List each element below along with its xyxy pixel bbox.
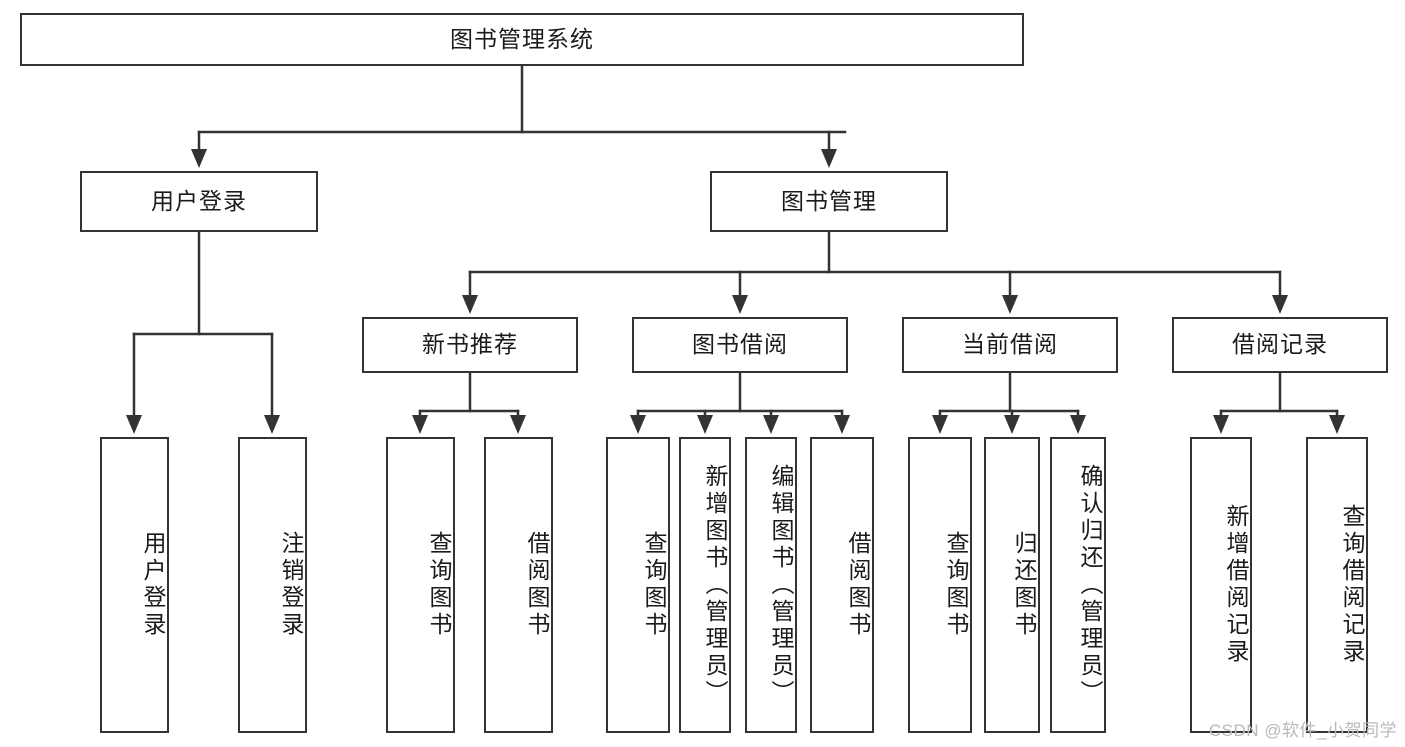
arrowhead-icon	[834, 415, 850, 434]
node-label: 注销登录	[278, 531, 304, 639]
node-label: 归还图书	[1011, 531, 1037, 639]
arrowhead-icon	[510, 415, 526, 434]
arrowhead-icon	[126, 415, 142, 434]
arrowhead-icon	[821, 149, 837, 168]
node-label: 当前借阅	[962, 331, 1058, 358]
node-label: 确认归还（管理员）	[1077, 463, 1103, 707]
edge-paths	[132, 64, 1339, 431]
node-label: 用户登录	[151, 187, 247, 214]
node-label: 借阅记录	[1232, 331, 1328, 358]
arrowhead-icon	[1329, 415, 1345, 434]
node-leaf-borrow-book-1[interactable]: 借阅图书	[484, 437, 553, 733]
node-root[interactable]: 图书管理系统	[20, 13, 1024, 66]
arrowhead-icon	[1070, 415, 1086, 434]
arrowhead-icon	[732, 295, 748, 314]
node-label: 查询图书	[426, 531, 452, 639]
node-leaf-query-book-1[interactable]: 查询图书	[386, 437, 455, 733]
node-label: 图书管理系统	[450, 25, 594, 52]
node-label: 新书推荐	[422, 331, 518, 358]
arrowhead-icon	[630, 415, 646, 434]
node-label: 图书管理	[781, 187, 877, 214]
node-leaf-return-book[interactable]: 归还图书	[984, 437, 1040, 733]
node-leaf-add-book-admin[interactable]: 新增图书（管理员）	[679, 437, 731, 733]
arrowhead-icon	[1004, 415, 1020, 434]
node-label: 用户登录	[140, 531, 166, 639]
node-borrow-record[interactable]: 借阅记录	[1172, 317, 1388, 373]
node-new-book-recommend[interactable]: 新书推荐	[362, 317, 578, 373]
node-label: 编辑图书（管理员）	[768, 463, 794, 707]
arrowhead-icon	[763, 415, 779, 434]
edge-arrowheads	[126, 149, 1345, 434]
node-label: 新增借阅记录	[1223, 504, 1249, 666]
node-leaf-add-borrow-record[interactable]: 新增借阅记录	[1190, 437, 1252, 733]
arrowhead-icon	[697, 415, 713, 434]
node-label: 借阅图书	[524, 531, 550, 639]
node-label: 图书借阅	[692, 331, 788, 358]
arrowhead-icon	[412, 415, 428, 434]
node-leaf-user-login[interactable]: 用户登录	[100, 437, 169, 733]
watermark-label: CSDN @软件_小贺同学	[1208, 721, 1397, 740]
arrowhead-icon	[264, 415, 280, 434]
node-label: 查询图书	[641, 531, 667, 639]
node-user-login[interactable]: 用户登录	[80, 171, 318, 232]
node-current-borrow[interactable]: 当前借阅	[902, 317, 1118, 373]
node-label: 查询借阅记录	[1339, 504, 1365, 666]
node-leaf-confirm-return-admin[interactable]: 确认归还（管理员）	[1050, 437, 1106, 733]
node-leaf-query-book-2[interactable]: 查询图书	[606, 437, 670, 733]
node-book-borrow[interactable]: 图书借阅	[632, 317, 848, 373]
node-label: 借阅图书	[845, 531, 871, 639]
arrowhead-icon	[1213, 415, 1229, 434]
arrowhead-icon	[462, 295, 478, 314]
arrowhead-icon	[191, 149, 207, 168]
arrowhead-icon	[932, 415, 948, 434]
node-leaf-query-book-3[interactable]: 查询图书	[908, 437, 972, 733]
node-book-manage[interactable]: 图书管理	[710, 171, 948, 232]
node-leaf-edit-book-admin[interactable]: 编辑图书（管理员）	[745, 437, 797, 733]
arrowhead-icon	[1272, 295, 1288, 314]
node-leaf-borrow-book-2[interactable]: 借阅图书	[810, 437, 874, 733]
node-label: 查询图书	[943, 531, 969, 639]
arrowhead-icon	[1002, 295, 1018, 314]
node-label: 新增图书（管理员）	[702, 463, 728, 707]
node-leaf-logout-login[interactable]: 注销登录	[238, 437, 307, 733]
node-leaf-query-borrow-record[interactable]: 查询借阅记录	[1306, 437, 1368, 733]
